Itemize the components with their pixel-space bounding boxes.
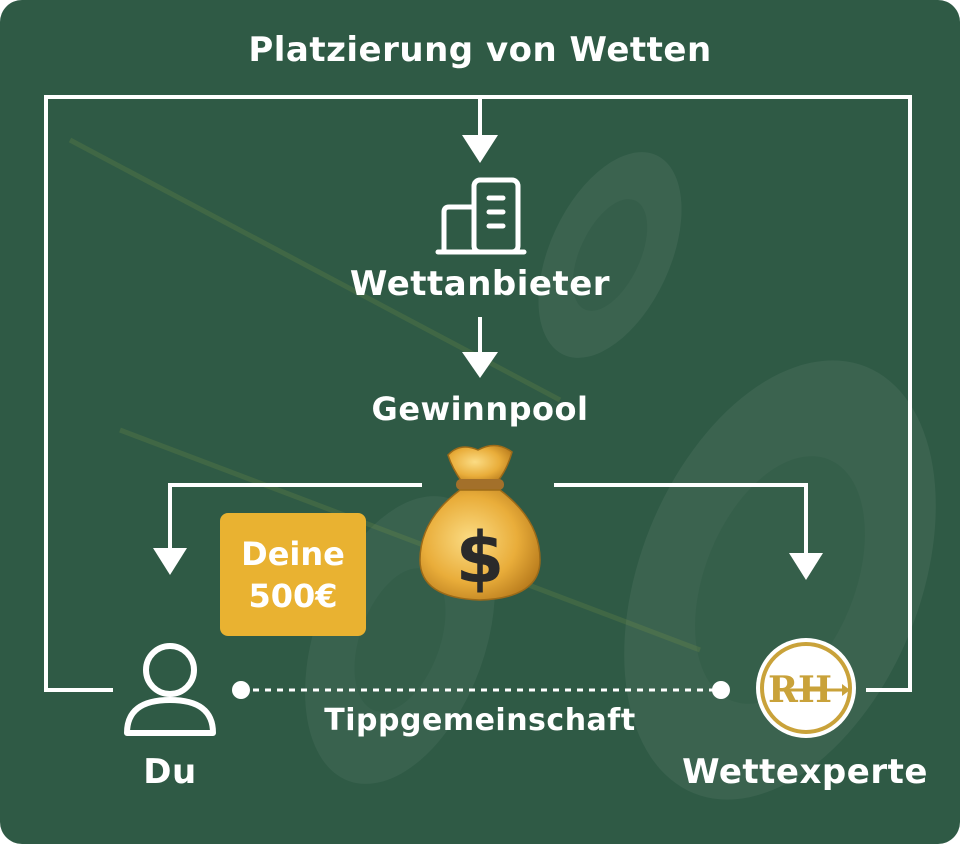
pool-label: Gewinnpool (330, 390, 630, 428)
diagram-title: Platzierung von Wetten (0, 30, 960, 70)
you-label: Du (110, 752, 230, 792)
stake-badge-line2: 500€ (248, 575, 337, 617)
stake-badge-line1: Deine (241, 533, 345, 575)
stake-badge: Deine 500€ (220, 513, 366, 636)
expert-label: Wettexperte (670, 752, 940, 792)
community-label: Tippgemeinschaft (300, 703, 660, 738)
provider-label: Wettanbieter (330, 264, 630, 304)
